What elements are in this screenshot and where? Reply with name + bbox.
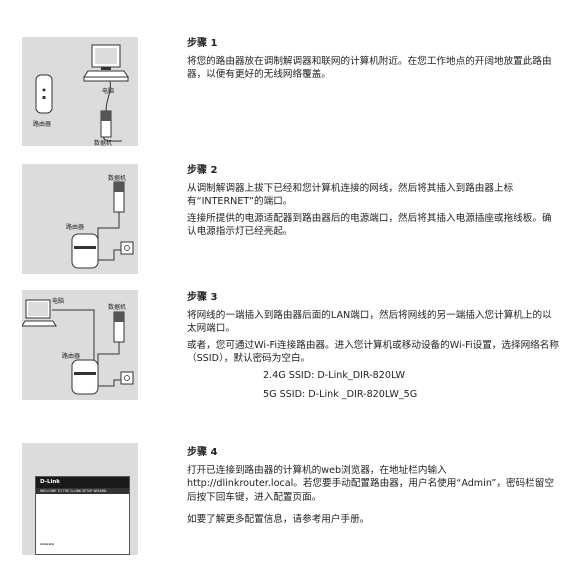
modem-label: 数据机 <box>94 140 113 147</box>
step1-text: 步骤 1 将您的路由器放在调制解调器和联网的计算机附近。在您工作地点的开阔地放置… <box>187 37 559 85</box>
ssid-5g: 5G SSID: D-Link _DIR-820LW_5G <box>263 389 418 400</box>
browser-window: D-Link WELCOME TO THE D-LINK SETUP WIZAR… <box>35 476 130 555</box>
router-label: 路由器 <box>66 224 85 231</box>
router-icon <box>71 359 99 395</box>
step4-title: 步骤 4 <box>187 447 218 458</box>
router-label: 路由器 <box>33 121 52 128</box>
step2-diagram <box>71 181 134 269</box>
step1-diagram <box>35 44 129 142</box>
browser-wizard-bar: WELCOME TO THE D-LINK SETUP WIZARD <box>36 488 129 494</box>
step4-illustration: D-Link WELCOME TO THE D-LINK SETUP WIZAR… <box>22 443 138 555</box>
computer-label: 电脑 <box>102 88 115 95</box>
step2-paragraph-2: 连接所提供的电源适配器到路由器后的电源端口，然后将其插入电源插座或拖线板。确认电… <box>187 212 552 238</box>
browser-brand: D-Link <box>36 477 129 488</box>
modem-label: 数据机 <box>108 175 127 182</box>
modem-label: 数据机 <box>108 304 127 311</box>
step1-paragraph-1: 将您的路由器放在调制解调器和联网的计算机附近。在您工作地点的开阔地放置此路由器，… <box>187 55 552 81</box>
step2-title: 步骤 2 <box>187 165 218 176</box>
step4-paragraph-1: 打开已连接到路由器的计算机的web浏览器，在地址栏内输入http://dlink… <box>187 464 554 503</box>
step3-title: 步骤 3 <box>187 292 218 303</box>
router-icon <box>35 74 53 114</box>
step1-title: 步骤 1 <box>187 38 218 49</box>
step3-paragraph-2: 或者，您可通过Wi-Fi连接路由器。进入您计算机或移动设备的Wi-Fi设置，选择… <box>187 339 559 365</box>
step4-text: 步骤 4 打开已连接到路由器的计算机的web浏览器，在地址栏内输入http://… <box>187 446 559 530</box>
step2-text: 步骤 2 从调制解调器上拔下已经和您计算机连接的网线，然后将其插入到路由器上标有… <box>187 164 559 242</box>
power-outlet-icon <box>120 241 134 255</box>
ssid-2g: 2.4G SSID: D-Link_DIR-820LW <box>263 369 405 381</box>
router-icon <box>71 233 99 269</box>
browser-footer: ▬▬▬▬▬ <box>40 542 55 546</box>
step3-diagram <box>22 299 134 395</box>
step2-paragraph-1: 从调制解调器上拔下已经和您计算机连接的网线，然后将其插入到路由器上标有“INTE… <box>187 182 514 208</box>
computer-label: 电脑 <box>52 298 65 305</box>
power-outlet-icon <box>120 371 134 385</box>
step4-paragraph-2: 如要了解更多配置信息，请参考用户手册。 <box>187 514 370 525</box>
step3-text: 步骤 3 将网线的一端插入到路由器后面的LAN端口，然后将网线的另一端插入您计算… <box>187 291 559 402</box>
router-label: 路由器 <box>62 353 81 360</box>
step1-illustration: 电脑 路由器 数据机 <box>22 37 138 147</box>
step3-paragraph-1: 将网线的一端插入到路由器后面的LAN端口，然后将网线的另一端插入您计算机上的以太… <box>187 309 552 335</box>
step2-illustration: 数据机 路由器 <box>22 164 138 274</box>
step3-illustration: 电脑 数据机 路由器 <box>22 290 138 400</box>
